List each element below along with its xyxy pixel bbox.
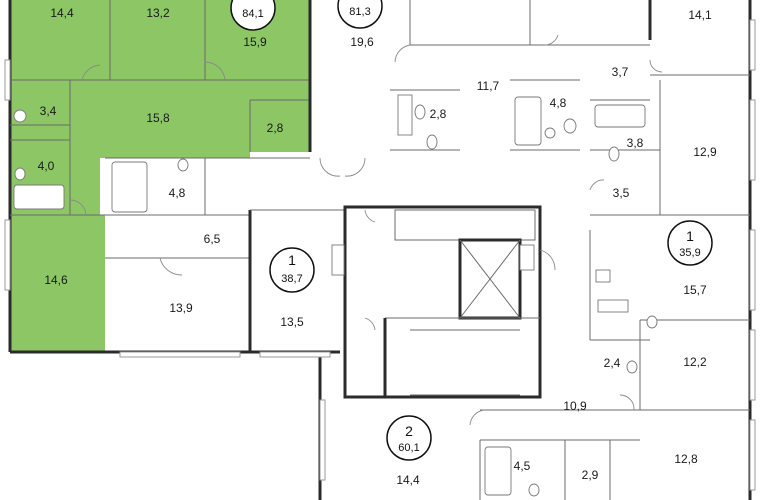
room-label: 12,2	[683, 355, 707, 369]
room-label: 4,8	[169, 186, 186, 200]
windows	[4, 19, 756, 491]
apartment-total-area: 60,1	[398, 442, 419, 454]
room-label: 3,4	[40, 104, 57, 118]
room-label: 4,8	[550, 96, 567, 110]
room-label: 11,7	[477, 79, 500, 93]
interior-walls	[10, 0, 750, 500]
apartment-badge-studio-right[interactable]: 1 35,9	[667, 220, 713, 266]
fixtures	[13, 94, 658, 497]
room-label: 14,4	[396, 473, 420, 487]
room-label: 14,6	[44, 273, 68, 287]
room-label: 3,7	[612, 65, 629, 79]
room-label: 14,1	[688, 8, 712, 22]
room-label: 2,4	[604, 356, 621, 370]
room-label: 4,0	[38, 159, 55, 173]
room-label: 13,2	[146, 6, 170, 20]
doors	[69, 34, 663, 426]
room-label: 2,8	[430, 107, 447, 121]
apartment-badges: 84,1 81,3 1 38,7 1 35,9 2 60,1	[230, 0, 713, 461]
room-labels: 14,4 13,2 15,9 19,6 14,1 11,7 3,7 3,4 15…	[38, 6, 717, 487]
highlighted-apartment-fill[interactable]	[10, 0, 310, 352]
apartment-badge-bottom[interactable]: 2 60,1	[386, 415, 432, 461]
apartment-total-area: 84,1	[242, 8, 263, 20]
room-label: 6,5	[204, 232, 221, 246]
apartment-total-area: 35,9	[679, 247, 700, 259]
apartment-badge-top-center[interactable]: 84,1	[230, 0, 276, 31]
room-label: 12,9	[693, 145, 717, 159]
apartment-badge-studio-left[interactable]: 1 38,7	[269, 247, 315, 293]
room-label: 2,8	[267, 121, 284, 135]
apartment-number: 1	[288, 252, 296, 268]
room-label: 2,9	[582, 468, 599, 482]
apartment-badge-top-right[interactable]: 81,3	[337, 0, 383, 29]
room-label: 3,5	[613, 186, 630, 200]
apartment-total-area: 38,7	[281, 273, 302, 285]
room-label: 15,7	[683, 283, 707, 297]
room-label: 12,8	[674, 452, 698, 466]
room-label: 15,8	[146, 111, 170, 125]
room-label: 3,8	[627, 136, 644, 150]
room-label: 10,9	[563, 399, 587, 413]
apartment-number: 2	[405, 423, 413, 439]
room-label: 15,9	[243, 35, 267, 49]
room-label: 13,9	[169, 301, 193, 315]
room-label: 14,4	[50, 6, 74, 20]
apartment-total-area: 81,3	[349, 6, 370, 18]
room-label: 19,6	[350, 35, 374, 49]
room-label: 13,5	[280, 315, 304, 329]
room-label: 4,5	[514, 459, 531, 473]
highlighted-apartment[interactable]	[10, 0, 310, 352]
apartment-number: 1	[686, 228, 694, 244]
